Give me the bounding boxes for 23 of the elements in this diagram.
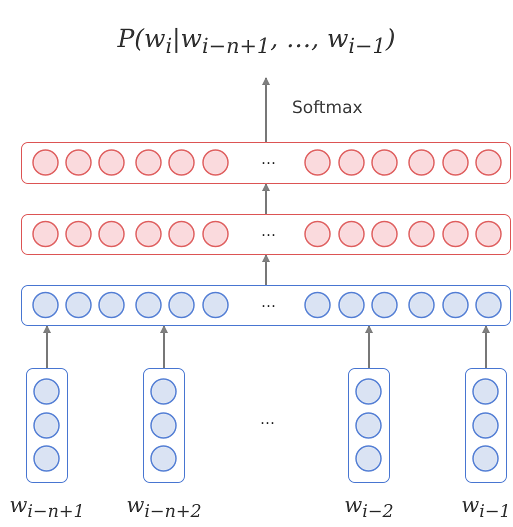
arrow: [43, 325, 51, 368]
word-label: w$_{i−1}$: [460, 493, 512, 522]
formula-title: P(w$_{i}$|w$_{i−n+1}$, …, w$_{i−1}$): [116, 24, 397, 58]
vector-box: [465, 368, 507, 483]
arrow: [262, 254, 270, 285]
arrow: [160, 325, 168, 368]
word-label: w$_{i−2}$: [343, 493, 395, 522]
arrow: [482, 325, 490, 368]
layer-box: [21, 142, 511, 184]
word-label: w$_{i−n+1}$: [8, 493, 86, 522]
ellipsis-text: …: [261, 152, 276, 167]
arrow: [262, 77, 270, 142]
vector-box: [26, 368, 68, 483]
layer-box: [21, 214, 511, 255]
ellipsis-text: …: [261, 224, 276, 238]
word-label: w$_{i−n+2}$: [125, 493, 203, 522]
ellipsis-text: …: [260, 412, 275, 427]
vector-box: [143, 368, 185, 483]
ellipsis-text: …: [261, 294, 276, 310]
layer-box: [21, 285, 511, 326]
arrow: [262, 183, 270, 214]
vector-box: [348, 368, 390, 483]
arrow: [365, 325, 373, 368]
